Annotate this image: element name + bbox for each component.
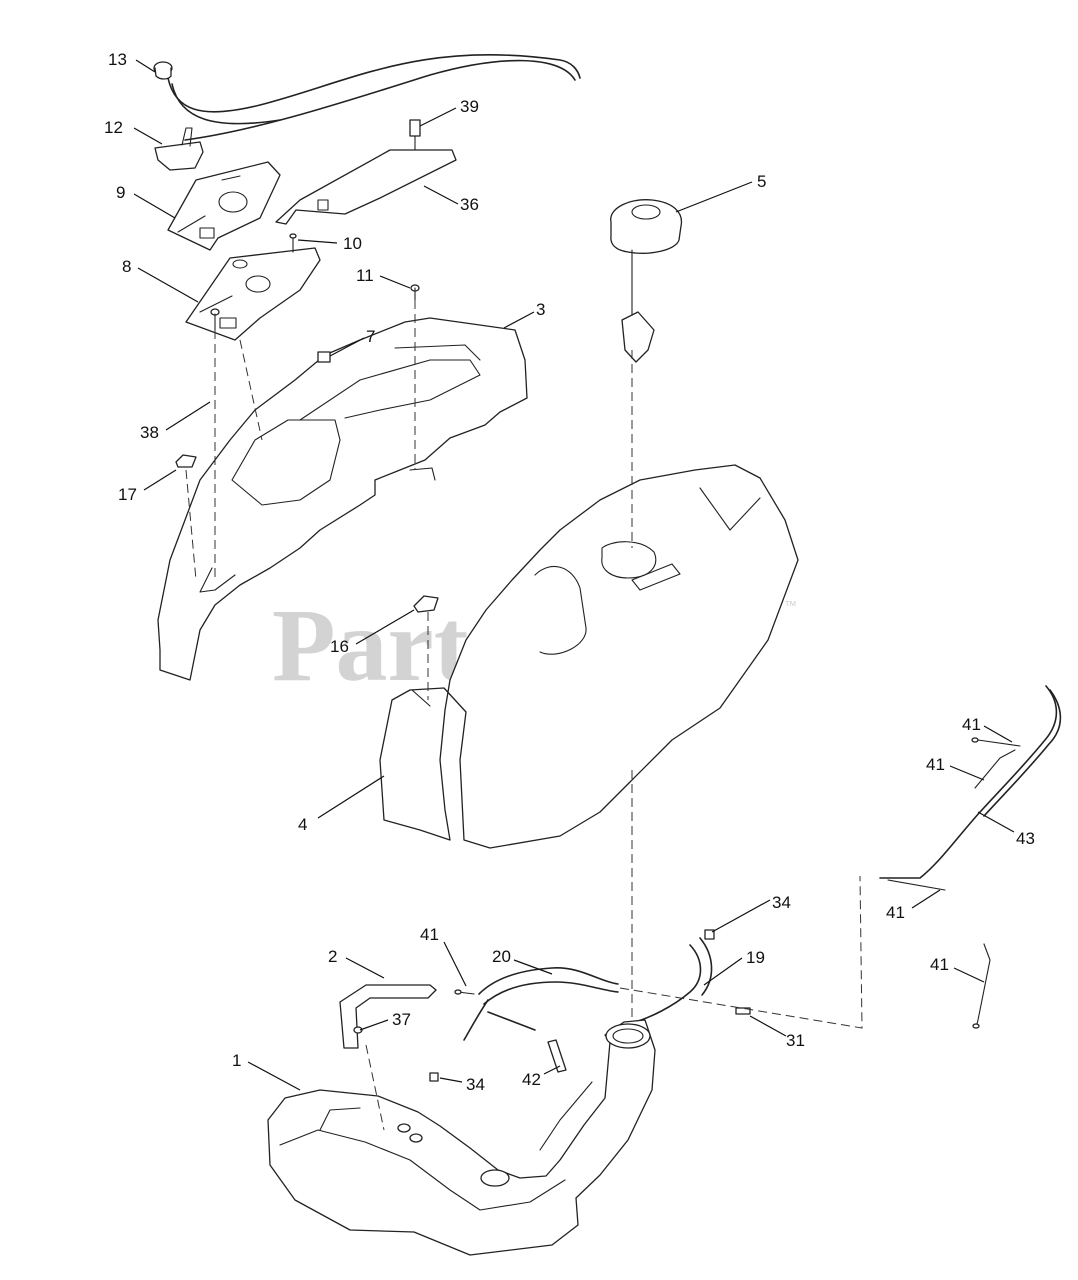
callout-labels: 13 12 9 8 39 36 10 11 7 3 5 38 17 16 4 4… — [104, 50, 1035, 1094]
fastener-part-39 — [409, 119, 421, 151]
tank-bracket-part-2 — [339, 984, 437, 1049]
callout-36: 36 — [460, 195, 479, 214]
callout-41-e: 41 — [420, 925, 439, 944]
hose-part-42 — [547, 1039, 567, 1073]
callout-43: 43 — [1016, 829, 1035, 848]
callout-39: 39 — [460, 97, 479, 116]
callout-2: 2 — [328, 947, 337, 966]
hose-clip-part-41-lower — [887, 879, 946, 891]
seat-pan-part-4 — [379, 464, 799, 849]
screw-part-37 — [353, 1026, 363, 1034]
callout-41-b: 41 — [926, 755, 945, 774]
callout-41-a: 41 — [962, 715, 981, 734]
assembly-dashed-lines — [185, 300, 863, 1131]
callout-5: 5 — [757, 172, 766, 191]
screw-part-11 — [410, 284, 420, 301]
choke-knob-part-13 — [153, 61, 173, 80]
bolt-part-38 — [210, 308, 220, 331]
callout-42: 42 — [522, 1070, 541, 1089]
screw-part-10 — [289, 233, 297, 253]
hose-clip-part-41-loose — [972, 943, 991, 1029]
clamp-part-34-upper — [704, 929, 715, 940]
control-panel-plate-part-9 — [167, 161, 281, 251]
vent-hose-part-43 — [879, 685, 1062, 879]
plug-part-17 — [175, 454, 197, 468]
cover-part-36 — [275, 149, 457, 225]
callout-38: 38 — [140, 423, 159, 442]
fitting-part-31 — [735, 1007, 751, 1015]
callout-37: 37 — [392, 1010, 411, 1029]
hose-clip-part-41-tank — [454, 989, 475, 995]
callout-31: 31 — [786, 1031, 805, 1050]
callout-9: 9 — [116, 183, 125, 202]
callout-8: 8 — [122, 257, 131, 276]
callout-19: 19 — [746, 948, 765, 967]
callout-1: 1 — [232, 1051, 241, 1070]
plug-part-16 — [413, 595, 439, 613]
callout-4: 4 — [298, 815, 307, 834]
throttle-cables — [167, 53, 581, 141]
callout-10: 10 — [343, 234, 362, 253]
callout-34-a: 34 — [772, 893, 791, 912]
fuel-lines — [463, 937, 713, 1041]
control-panel-plate-part-8 — [185, 247, 321, 341]
callout-20: 20 — [492, 947, 511, 966]
clip-part-7 — [317, 351, 331, 363]
callout-13: 13 — [108, 50, 127, 69]
callout-7: 7 — [366, 327, 375, 346]
hose-clip-part-41-middle — [974, 749, 1016, 789]
callout-41-d: 41 — [930, 955, 949, 974]
callout-11: 11 — [356, 266, 374, 285]
fuel-tank-part-1 — [267, 1019, 656, 1256]
console-body-part-3 — [157, 317, 528, 681]
watermark-trademark: ™ — [784, 598, 797, 613]
callout-12: 12 — [104, 118, 123, 137]
callout-leaders — [133, 59, 1015, 1091]
callout-17: 17 — [118, 485, 137, 504]
callout-34-b: 34 — [466, 1075, 485, 1094]
fuel-cap-part-5 — [610, 199, 683, 363]
callout-3: 3 — [536, 300, 545, 319]
callout-16: 16 — [330, 637, 349, 656]
clamp-part-34-lower — [429, 1072, 439, 1082]
hose-clip-part-41-upper — [971, 737, 1021, 747]
callout-41-c: 41 — [886, 903, 905, 922]
control-lever-part-12 — [154, 127, 204, 171]
